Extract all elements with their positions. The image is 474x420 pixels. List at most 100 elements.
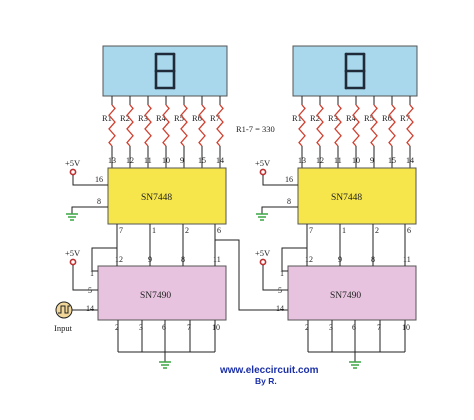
- square-wave-glyph-icon: [58, 305, 70, 314]
- counter-pin-label: 10: [212, 323, 220, 332]
- resistor-zigzag: [216, 104, 224, 147]
- resistor-zigzag: [144, 104, 152, 147]
- decoder-pin-label: 1: [342, 226, 346, 235]
- credit-author: By R.: [255, 376, 277, 386]
- resistor-zigzag: [370, 104, 378, 147]
- decoder-chip-name: SN7448: [141, 193, 172, 203]
- wire: [261, 206, 298, 214]
- counter-stage-right: 8R113R212R311R410R59R615R714SN7448+5V168…: [255, 45, 418, 369]
- decoder-chip-name: SN7448: [331, 193, 362, 203]
- resistor-label: R3: [138, 113, 148, 123]
- counter-pin-label: 7: [187, 323, 191, 332]
- counter-stage-left: 8R113R212R311R410R59R615R714SN7448+5V168…: [65, 45, 228, 369]
- counter-pin-label: 11: [403, 255, 411, 264]
- counter-pin-label: 11: [213, 255, 221, 264]
- counter-pin-label: 2: [305, 323, 309, 332]
- resistor-zigzag: [162, 104, 170, 147]
- resistor-label: R7: [400, 113, 410, 123]
- resistor-icon: [316, 96, 324, 152]
- resistor-zigzag: [198, 104, 206, 147]
- resistor-zigzag: [108, 104, 116, 147]
- resistor-zigzag: [316, 104, 324, 147]
- resistor-label: R5: [364, 113, 374, 123]
- resistor-zigzag: [334, 104, 342, 147]
- counter-pin-label: 2: [115, 323, 119, 332]
- resistor-icon: [198, 96, 206, 152]
- wire: [71, 206, 108, 214]
- square-wave-source-icon: [55, 301, 73, 319]
- resistor-zigzag: [180, 104, 188, 147]
- counter-pin-label: 10: [402, 323, 410, 332]
- decoder-pin-label: 9: [180, 156, 184, 165]
- vcc-terminal-icon: [69, 258, 77, 266]
- seven-segment-display: 8: [102, 45, 228, 97]
- resistor-value-note: R1-7 = 330: [236, 124, 275, 134]
- resistor-label: R2: [310, 113, 320, 123]
- credit-site: www.eleccircuit.com: [219, 365, 319, 376]
- resistor-label: R4: [156, 113, 167, 123]
- resistor-icon: [144, 96, 152, 152]
- resistor-zigzag: [126, 104, 134, 147]
- decoder-pin-label: 9: [370, 156, 374, 165]
- counter-pin-label: 14: [86, 304, 94, 313]
- counter-pin-label: 12: [115, 255, 123, 264]
- ground-icon: [256, 213, 268, 221]
- resistor-zigzag: [388, 104, 396, 147]
- decoder-pin-label: 6: [407, 226, 411, 235]
- vcc-terminal-icon: [259, 168, 267, 176]
- wire: [72, 265, 98, 291]
- counter-pin-label: 3: [329, 323, 333, 332]
- resistor-icon: [334, 96, 342, 152]
- seven-segment-display: 8: [292, 45, 418, 97]
- resistor-zigzag: [406, 104, 414, 147]
- resistor-icon: [298, 96, 306, 152]
- resistor-zigzag: [352, 104, 360, 147]
- decoder-pin-label: 2: [185, 226, 189, 235]
- supply-label: +5V: [65, 248, 81, 258]
- decoder-pin-label: 1: [152, 226, 156, 235]
- counter-pin-label: 14: [276, 304, 284, 313]
- resistor-icon: [162, 96, 170, 152]
- seven-segment-digit-icon: [154, 52, 176, 90]
- vcc-terminal-icon: [259, 258, 267, 266]
- decoder-pin-label: 8: [97, 197, 101, 206]
- decoder-chip-body: [107, 167, 227, 225]
- wire: [262, 265, 288, 291]
- resistor-icon: [352, 96, 360, 152]
- resistor-label: R7: [210, 113, 220, 123]
- resistor-label: R5: [174, 113, 184, 123]
- wire: [91, 247, 117, 272]
- wire: [72, 175, 108, 186]
- wire: [281, 247, 307, 272]
- decoder-pin-label: 7: [119, 226, 123, 235]
- counter-chip-body: [97, 265, 227, 321]
- wire: [215, 239, 288, 311]
- counter-pin-label: 12: [305, 255, 313, 264]
- resistor-icon: [180, 96, 188, 152]
- resistor-label: R4: [346, 113, 357, 123]
- decoder-chip-body: [297, 167, 417, 225]
- decoder-pin-label: 16: [285, 175, 293, 184]
- resistor-label: R2: [120, 113, 130, 123]
- decoder-pin-label: 6: [217, 226, 221, 235]
- resistor-icon: [388, 96, 396, 152]
- seven-segment-digit-icon: [344, 52, 366, 90]
- resistor-label: R1: [102, 113, 112, 123]
- counter-pin-label: 1: [90, 269, 94, 278]
- counter-pin-label: 3: [139, 323, 143, 332]
- wire: [262, 175, 298, 186]
- resistor-zigzag: [298, 104, 306, 147]
- counter-chip-name: SN7490: [140, 291, 171, 301]
- counter-pin-label: 6: [352, 323, 356, 332]
- counter-chip-name: SN7490: [330, 291, 361, 301]
- counter-pin-label: 6: [162, 323, 166, 332]
- ground-icon: [349, 361, 361, 369]
- decoder-pin-label: 2: [375, 226, 379, 235]
- resistor-icon: [406, 96, 414, 152]
- decoder-pin-label: 16: [95, 175, 103, 184]
- resistor-icon: [108, 96, 116, 152]
- supply-label: +5V: [255, 158, 271, 168]
- counter-pin-label: 1: [280, 269, 284, 278]
- resistor-label: R6: [382, 113, 392, 123]
